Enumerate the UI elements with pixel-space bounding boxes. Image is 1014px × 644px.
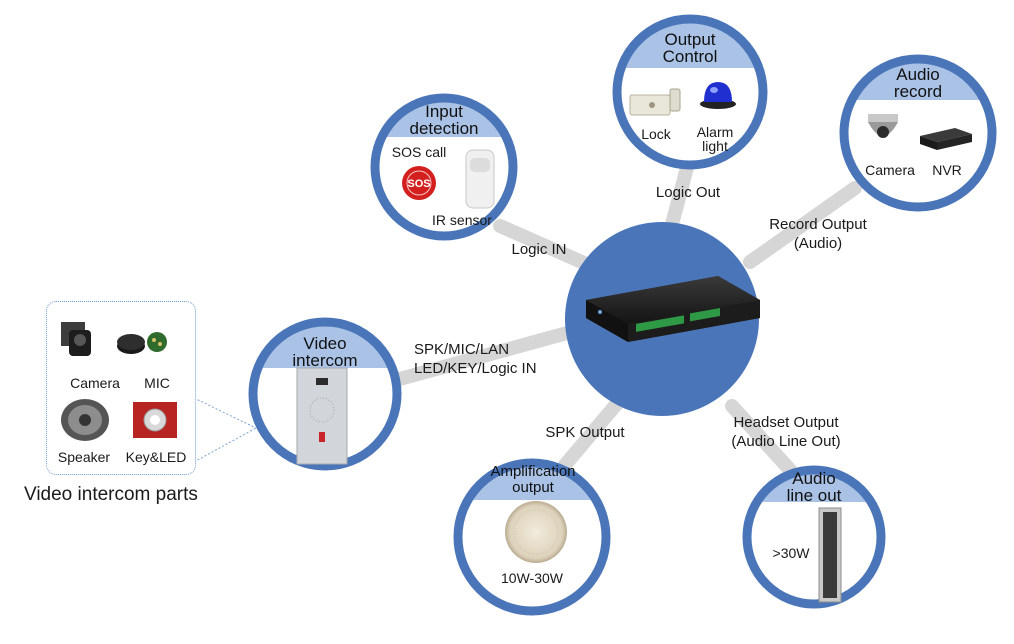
mic-capsule-icon	[117, 334, 145, 354]
label-nvr: NVR	[932, 162, 962, 178]
conn-logic-out: Logic Out	[655, 184, 721, 201]
label-camera: Camera	[865, 162, 915, 178]
parts-box: Camera MIC Speaker Key&LED	[46, 301, 196, 475]
conn-headset-output: Headset Output(Audio Line Out)	[731, 414, 841, 450]
label-10w-30w: 10W-30W	[501, 570, 563, 586]
connector-lines	[389, 157, 862, 477]
label-ir-sensor: IR sensor	[432, 212, 492, 228]
ir-sensor-icon	[465, 149, 495, 209]
label-sos-call: SOS call	[391, 144, 447, 160]
intercom-panel-icon	[296, 367, 348, 465]
sos-badge-text: SOS	[407, 178, 431, 190]
ring-input-detection	[370, 93, 518, 241]
lock-icon	[629, 88, 681, 116]
label-over-30w: >30W	[772, 545, 810, 561]
ring-audio-line-out	[742, 465, 886, 609]
ring-audio-record	[839, 54, 997, 212]
label-lock: Lock	[641, 126, 671, 142]
ring-output-control	[612, 14, 768, 170]
speaker-driver-icon	[61, 399, 109, 441]
part-label-mic: MIC	[144, 375, 170, 391]
parts-caption: Video intercom parts	[24, 484, 198, 505]
alarm-light-icon	[700, 82, 736, 109]
mic-pcb-icon	[147, 332, 167, 352]
label-alarm-light: Alarm light	[696, 124, 734, 154]
callout-lines	[193, 397, 257, 463]
conn-record-output: Record Output(Audio)	[769, 216, 867, 252]
ring-video-intercom	[248, 317, 402, 471]
ring-amplification-output	[453, 458, 611, 616]
column-speaker-icon	[818, 507, 842, 603]
nvr-icon	[920, 128, 972, 150]
part-label-camera: Camera	[70, 375, 120, 391]
gateway-device-icon	[586, 276, 760, 342]
key-led-icon	[133, 402, 177, 438]
part-label-speaker: Speaker	[57, 449, 111, 465]
part-label-key-led: Key&LED	[125, 449, 187, 465]
dome-camera-icon	[868, 114, 898, 138]
board-camera-icon	[61, 322, 91, 356]
conn-spk-output: SPK Output	[545, 424, 625, 441]
conn-logic-in: Logic IN	[511, 241, 567, 258]
